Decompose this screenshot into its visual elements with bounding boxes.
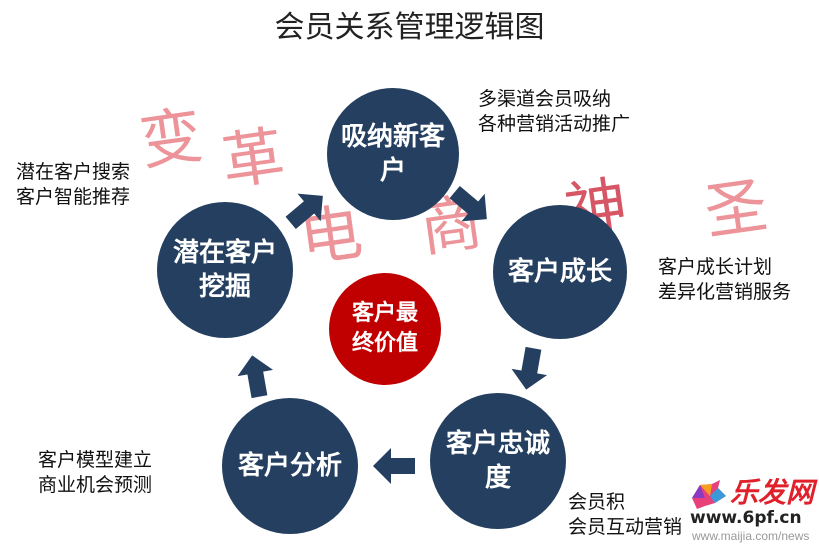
node-acquire: 吸纳新客户 — [327, 88, 459, 220]
note-line: 差异化营销服务 — [658, 281, 792, 303]
watermark-char: 变 — [135, 98, 207, 179]
watermark-char: 圣 — [700, 168, 772, 249]
node-analysis: 客户分析 — [222, 398, 358, 534]
note-line: 多渠道会员吸纳 — [478, 88, 612, 110]
note-line: 客户智能推荐 — [16, 186, 131, 208]
note-line: 各种营销活动推广 — [478, 113, 631, 135]
logo-name: 乐发网 — [730, 476, 815, 509]
node-center: 客户最终价值 — [329, 273, 441, 385]
node-growth: 客户成长 — [493, 205, 627, 339]
logo-url-secondary: www.maijia.com/news — [692, 529, 810, 543]
note-line: 商业机会预测 — [38, 474, 153, 496]
arrow-icon — [511, 346, 548, 390]
note-line: 客户成长计划 — [658, 256, 773, 278]
note-analysis: 客户模型建立 商业机会预测 — [38, 448, 152, 498]
logo-url: www.6pf.cn — [690, 508, 802, 528]
note-growth: 客户成长计划 差异化营销服务 — [658, 255, 791, 305]
arrow-icon — [285, 193, 323, 229]
note-line: 会员互动营销 — [568, 516, 683, 538]
diagram-title: 会员关系管理逻辑图 — [274, 10, 545, 45]
node-loyalty: 客户忠诚度 — [430, 393, 566, 529]
note-acquire: 多渠道会员吸纳 各种营销活动推广 — [478, 87, 630, 137]
bull-icon — [692, 480, 726, 509]
arrow-icon — [373, 448, 415, 484]
note-line: 客户模型建立 — [38, 449, 153, 471]
note-mining: 潜在客户搜索 客户智能推荐 — [16, 160, 130, 210]
note-line: 会员积 — [568, 491, 626, 513]
node-mining: 潜在客户挖掘 — [157, 202, 293, 338]
note-loyalty: 会员积 会员互动营销 — [568, 490, 682, 540]
note-line: 潜在客户搜索 — [16, 161, 131, 183]
site-logo: 乐发网 www.6pf.cn www.maijia.com/news — [690, 478, 819, 544]
watermark-char: 革 — [217, 118, 289, 199]
arrow-icon — [449, 186, 487, 222]
arrow-icon — [237, 355, 274, 399]
